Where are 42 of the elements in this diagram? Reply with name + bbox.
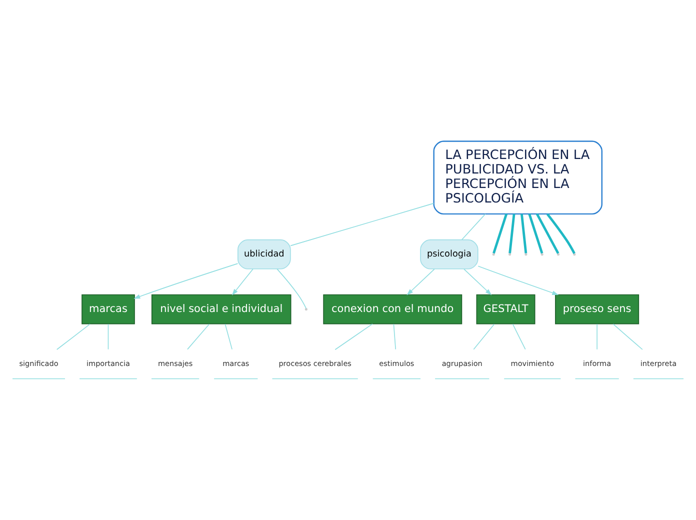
connector bbox=[473, 324, 495, 350]
connector bbox=[334, 324, 373, 350]
node-box: nivel social e individual bbox=[151, 294, 292, 324]
node-box: conexion con el mundo bbox=[323, 294, 462, 324]
node-box: marcas bbox=[82, 294, 135, 324]
node-text: importancia bbox=[86, 359, 130, 368]
connector bbox=[520, 214, 528, 254]
connector bbox=[512, 324, 526, 350]
node-text: marcas bbox=[222, 359, 250, 368]
connector bbox=[290, 202, 434, 246]
node-text: procesos cerebrales bbox=[278, 359, 352, 368]
node-text: estimulos bbox=[379, 359, 414, 368]
connector bbox=[187, 324, 210, 350]
arrow bbox=[464, 268, 492, 296]
connector bbox=[528, 214, 544, 254]
node-text: movimiento bbox=[510, 359, 554, 368]
arrow bbox=[232, 268, 254, 296]
connector bbox=[276, 268, 307, 309]
connector bbox=[546, 213, 576, 254]
node-box: LA PERCEPCIÓN EN LA PUBLICIDAD VS. LA PERCEPCIÓN EN LA PSICOLOGÍA bbox=[433, 140, 602, 215]
connector bbox=[536, 213, 560, 254]
connector bbox=[393, 324, 396, 350]
connector bbox=[462, 214, 486, 240]
connector bbox=[508, 214, 516, 254]
node-box: proseso sens bbox=[555, 294, 640, 324]
connector bbox=[108, 324, 109, 350]
connector bbox=[596, 324, 598, 350]
arrow bbox=[406, 268, 435, 296]
node-text: informa bbox=[583, 359, 612, 368]
connector bbox=[492, 214, 508, 254]
arrow bbox=[478, 266, 559, 296]
connector bbox=[56, 324, 90, 350]
node-box: psicologia bbox=[420, 239, 478, 270]
node-text: mensajes bbox=[158, 359, 193, 368]
node-text: significado bbox=[19, 359, 58, 368]
node-box: ublicidad bbox=[238, 239, 291, 270]
node-box: GESTALT bbox=[476, 294, 536, 324]
arrow bbox=[134, 263, 238, 299]
connector bbox=[612, 324, 643, 350]
node-text: interpreta bbox=[640, 359, 677, 368]
connector bbox=[224, 324, 232, 350]
node-text: agrupasion bbox=[442, 359, 482, 368]
